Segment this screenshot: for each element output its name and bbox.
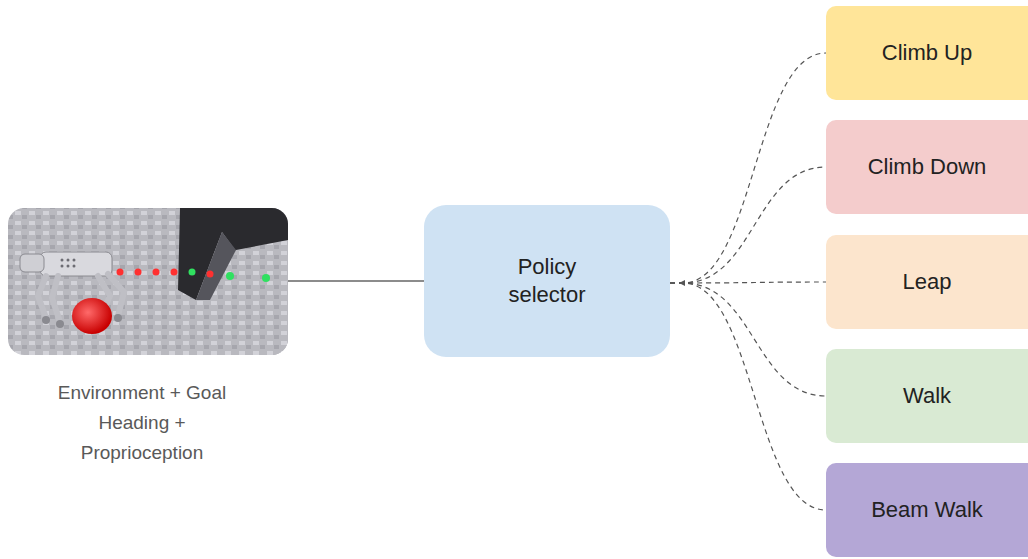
node-label: Beam Walk xyxy=(871,496,983,524)
policy-box: Climb Up xyxy=(826,6,1028,100)
policy-box: Walk xyxy=(826,349,1028,443)
node-label: Climb Up xyxy=(882,39,972,67)
dashed-connector xyxy=(670,282,826,283)
dashed-connector xyxy=(670,167,826,283)
dashed-connector xyxy=(670,283,826,396)
node-label: Policy selector xyxy=(492,253,602,309)
split-marker xyxy=(679,280,685,286)
dashed-connector xyxy=(670,283,826,510)
node-label: Leap xyxy=(903,268,952,296)
scene xyxy=(8,208,288,355)
node-label: Walk xyxy=(903,382,951,410)
policy-box: Leap xyxy=(826,235,1028,329)
dashed-connector xyxy=(670,53,826,283)
trajectory-dots xyxy=(117,269,271,283)
selector-box: Policy selector xyxy=(424,205,670,357)
policy-box: Beam Walk xyxy=(826,463,1028,557)
node-label: Climb Down xyxy=(868,153,987,181)
input-caption: Environment + Goal Heading + Propriocept… xyxy=(42,378,242,468)
policy-box: Climb Down xyxy=(826,120,1028,214)
input-line xyxy=(288,280,424,282)
goal-marker xyxy=(72,298,112,334)
